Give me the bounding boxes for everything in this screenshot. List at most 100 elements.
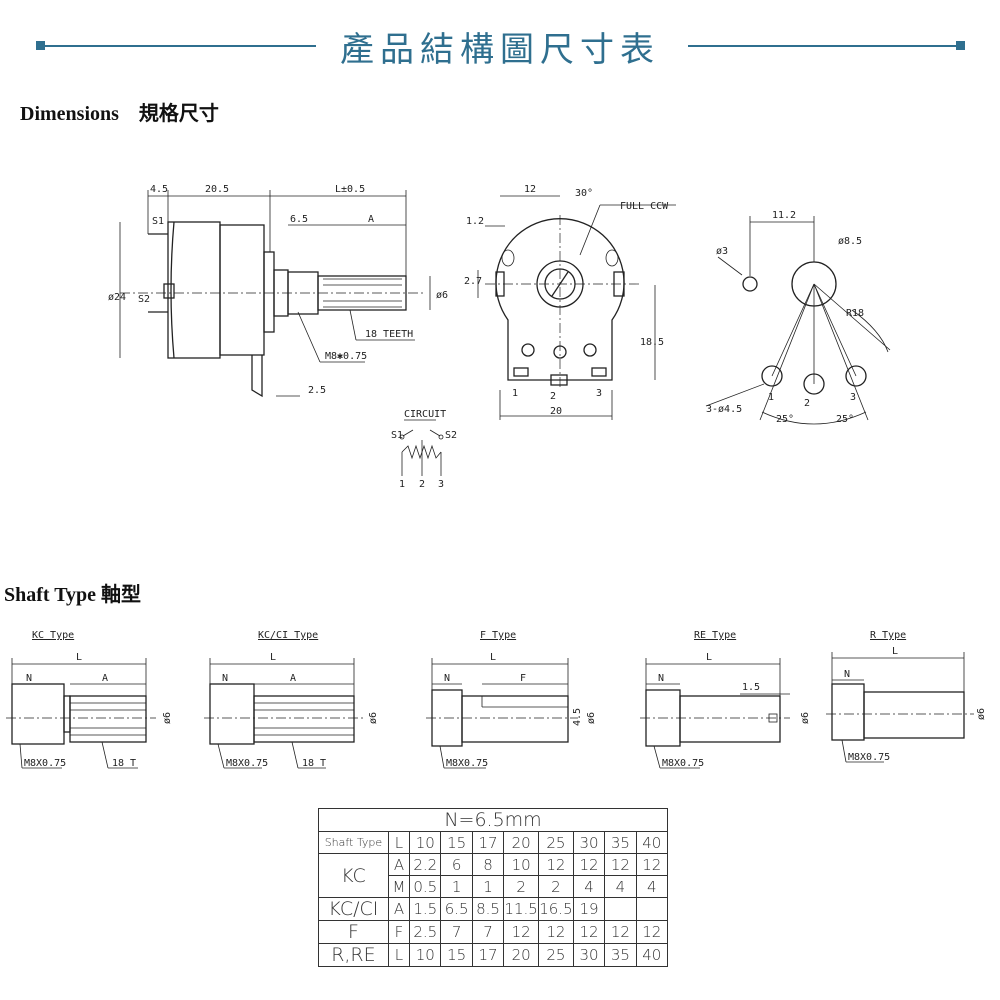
shaft-type-title: R Type [870,630,906,641]
shaft-re-labels: RE Type L N 1.5 ø6 M8X0.75 [658,630,811,769]
table-cell: 2.2 [409,853,442,876]
table-param: M [387,875,411,898]
table-cell [635,897,669,921]
shaft-dim-label: N [222,673,228,684]
shaft-kcci-labels: KC/CI Type L N A ø6 M8X0.75 18 T [222,630,379,769]
front-dim-label: 12 [524,184,536,195]
table-cell: 20 [503,943,540,967]
header-right-dot [956,41,965,50]
pin-layout-drawing [705,216,891,425]
pin-dim-label: R18 [846,308,864,319]
table-header-cell: L [387,831,411,854]
shaft-kc-drawing [6,658,156,769]
table-cell: 0.5 [409,875,442,898]
shaft-dim-label: L [76,652,82,663]
side-dim-label: A [368,214,374,225]
pin-dim-label: 2 [804,398,810,409]
table-shaft-type: KC/CI [318,897,389,921]
table-cell [604,897,637,921]
table-title-row: N=6.5mm [318,808,668,832]
front-dim-label: 30° [575,188,593,199]
pin-dim-label: ø3 [716,246,728,257]
shaft-dim-label: A [102,673,108,684]
table-header-cell: 10 [409,831,442,854]
side-dim-label: S1 [152,216,164,227]
table-cell: 25 [538,943,574,967]
shaft-f-labels: F Type L N F 4.5 ø6 M8X0.75 [444,630,597,769]
table-title: N=6.5mm [318,808,668,832]
dimensions-heading: Dimensions 規格尺寸 [20,103,219,125]
shaft-kc-labels: KC Type L N A ø6 M8X0.75 18 T [24,630,173,769]
side-view-drawing [119,190,431,398]
side-dim-label: 4.5 [150,184,168,195]
shaft-dim-label: ø6 [162,712,173,724]
shaft-dim-label: ø6 [800,712,811,724]
shaft-dim-label: A [290,673,296,684]
front-dim-label: 18.5 [640,337,664,348]
shaft-f-drawing [426,658,578,769]
table-cell: 1.5 [409,897,442,921]
shaft-dim-label: ø6 [586,712,597,724]
table-cell: 12 [635,853,669,876]
table-header-cell: 35 [604,831,637,854]
shaft-dim-label: M8X0.75 [226,758,268,769]
circuit-labels: CIRCUIT S1 S2 1 2 3 [391,409,457,490]
side-dim-label: ø24 [108,292,126,303]
table-cell: 12 [572,853,606,876]
shaft-dim-label: L [490,652,496,663]
table-cell: 1 [440,875,473,898]
table-cell: 7 [440,920,473,944]
front-dim-label: 2.7 [464,276,482,287]
table-cell: 12 [503,920,540,944]
table-row: M 0.5 1 1 2 2 4 4 4 [319,875,669,898]
pin-dim-label: 11.2 [772,210,796,221]
table-cell: 6.5 [440,897,473,921]
shaft-type-title: KC Type [32,630,74,641]
circuit-s2-label: S2 [445,430,457,441]
table-row: F F 2.5 7 7 12 12 12 12 12 [318,920,669,944]
side-dim-label: 18 TEETH [365,329,413,340]
shaft-dim-label: L [270,652,276,663]
side-dim-label: L±0.5 [335,184,365,195]
table-cell: 40 [635,943,669,967]
table-cell: 35 [604,943,637,967]
table-cell: 16.5 [538,897,574,921]
front-dim-label: 2 [550,391,556,402]
pin-dim-label: 25° [776,414,794,425]
page-title: 產品結構圖尺寸表 [340,30,660,70]
shaft-r-drawing [826,652,974,763]
table-param: L [387,943,411,967]
pin-layout-labels: 11.2 ø3 ø8.5 R18 3-ø4.5 1 2 3 25° 25° [706,210,864,425]
shaft-type-heading: Shaft Type 軸型 [4,584,142,606]
circuit-pin-label: 3 [438,479,444,490]
shaft-type-title: KC/CI Type [258,630,318,641]
shaft-dim-label: L [892,646,898,657]
header-right-rule [688,45,960,47]
shaft-dim-label: N [26,673,32,684]
table-header-cell: Shaft Type [318,831,389,854]
side-dim-label: 2.5 [308,385,326,396]
table-header-cell: 17 [471,831,505,854]
table-param: A [387,853,411,876]
circuit-diagram [399,419,444,476]
side-dim-label: S2 [138,294,150,305]
front-dim-label: 1 [512,388,518,399]
table-cell: 19 [572,897,606,921]
shaft-dim-label: M8X0.75 [24,758,66,769]
table-header-row: Shaft Type L 10 15 17 20 25 30 35 40 [318,831,669,854]
shaft-re-drawing [640,658,790,769]
front-dim-label: 1.2 [466,216,484,227]
table-cell: 10 [503,853,540,876]
table-header-cell: 20 [503,831,540,854]
table-header-cell: 30 [572,831,606,854]
table-cell: 12 [604,853,637,876]
table-row: KC/CI A 1.5 6.5 8.5 11.5 16.5 19 [318,897,669,921]
shaft-dim-label: 4.5 [572,708,583,726]
shaft-dim-label: L [706,652,712,663]
table-param: F [387,920,411,944]
side-dim-label: 20.5 [205,184,229,195]
table-cell: 30 [572,943,606,967]
shaft-kcci-drawing [204,658,364,769]
table-cell: 8.5 [471,897,505,921]
table-cell: 2.5 [409,920,442,944]
